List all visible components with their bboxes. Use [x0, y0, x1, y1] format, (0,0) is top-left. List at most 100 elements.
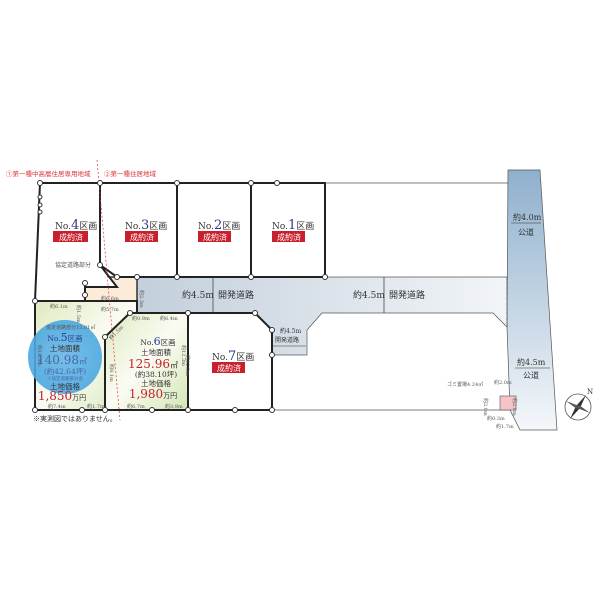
boundary-markers [32, 180, 328, 413]
zone-2-label: ②第一種住居地域 [104, 169, 157, 178]
public-road-label-2: 約4.5m 公道 [515, 357, 550, 380]
label-text: 約7.4m [48, 403, 66, 410]
svg-text:125.96㎡: 125.96㎡ [128, 357, 178, 371]
label-text: No. [125, 222, 141, 232]
lot-5-label[interactable]: No.5区画 土地面積 140.98㎡ (約42.64坪) ※協定道路部分含 土… [37, 331, 87, 403]
label-text: 1 [288, 218, 296, 233]
label-text: 区画 [236, 352, 254, 363]
label-text: 約12.3m [184, 355, 191, 376]
label-text: No. [212, 353, 228, 363]
public-road-label-1: 約4.0m 公道 [511, 212, 542, 237]
dimension-labels: 約6.1m 約6.6m 約5.7m 約1.5m 約2.3m 約0.9m 約6.4… [36, 290, 191, 410]
development-road-label-3: 約4.5m 開発道路 [273, 327, 306, 347]
svg-text:No.3区画: No.3区画 [125, 218, 167, 233]
label-text: 土地面積 [50, 343, 80, 353]
label-text: 約2.0m [494, 379, 512, 386]
label-text: 約18.9m [36, 345, 43, 366]
lot-6-label[interactable]: No.6区画 土地面積 125.96㎡ (約38.10坪) 土地価格 1,980… [128, 335, 178, 401]
label-text: 1,980 [129, 387, 163, 401]
label-text: 区画 [161, 338, 176, 347]
lot-6-area [104, 312, 189, 411]
label-text: ㎡ [79, 357, 87, 366]
lot-4-label[interactable]: No.4区画 成約済 [53, 218, 97, 242]
lot-1-label[interactable]: No.1区画 成約済 [272, 218, 314, 242]
public-road [506, 169, 558, 431]
label-text: 約4.5m [280, 327, 302, 335]
lot-3-label[interactable]: No.3区画 成約済 [125, 218, 167, 242]
lot-1-area [250, 182, 326, 278]
label-text: 万円 [163, 392, 177, 400]
label-text: 6 [154, 335, 161, 348]
label-text: 約6.1m [50, 303, 68, 310]
label-text: 開発道路 [218, 289, 254, 301]
agreement-road-label: 協定道路部分 [55, 261, 91, 269]
svg-text:N: N [587, 388, 593, 396]
label-text: 約12.3m [180, 345, 187, 366]
label-text: 約9.1m [108, 364, 115, 382]
agreement-road-area-label: 協定道路部分15.01㎡ [46, 324, 95, 331]
label-text: No. [55, 222, 71, 232]
label-text: (約42.64坪) [44, 366, 86, 376]
lot-5-highlight [28, 320, 102, 394]
label-text: 4 [71, 218, 79, 233]
sold-badge: 成約済 [203, 232, 227, 242]
label-text: 約2.3m [138, 290, 145, 308]
lot-7-label[interactable]: No.7区画 成約済 [212, 349, 254, 373]
label-text: 1,850 [38, 389, 72, 403]
label-text: 約3.9m [165, 403, 183, 410]
label-text: ※協定道路部分含 [47, 375, 83, 382]
label-text: 区画 [79, 221, 97, 232]
label-text: 約1.5m [75, 305, 82, 323]
svg-text:No.2区画: No.2区画 [198, 218, 240, 233]
label-text: No. [272, 222, 288, 232]
label-text: 区画 [68, 334, 83, 343]
label-text: 公道 [518, 227, 534, 237]
label-text: 約0.3m [487, 415, 505, 422]
label-text: (約38.10坪) [135, 369, 177, 379]
label-text: 土地価格 [141, 378, 171, 388]
zone-1-label: ①第一種中高層住居専用地域 [6, 169, 91, 178]
svg-text:No.4区画: No.4区画 [55, 218, 97, 233]
label-text: 公道 [523, 370, 539, 380]
label-text: 約5.7m [101, 306, 119, 313]
label-text: 約6.4m [160, 315, 178, 322]
lot-7-area [187, 312, 273, 411]
label-text: 約1.7m [87, 403, 105, 410]
label-text: 約2.0m [511, 398, 518, 416]
label-text: 万円 [72, 394, 86, 402]
lot-2-label[interactable]: No.2区画 成約済 [198, 218, 240, 242]
label-text: 5 [61, 331, 68, 344]
label-text: 140.98 [37, 353, 79, 367]
label-text: No. [47, 334, 60, 343]
svg-text:1,980万円: 1,980万円 [129, 387, 177, 401]
garbage-area [499, 395, 517, 411]
label-text: 7 [228, 349, 236, 364]
label-text: 区画 [149, 221, 167, 232]
label-text: 125.96 [128, 357, 170, 371]
label-text: 約4.0m [513, 212, 542, 222]
label-text: 3 [141, 218, 149, 233]
label-text: 約4.5m [353, 289, 385, 301]
label-text: 2 [214, 218, 222, 233]
label-text: 土地価格 [50, 381, 80, 391]
sold-badge: 成約済 [217, 363, 241, 373]
label-text: 約2.0m [482, 398, 489, 416]
label-text: No. [140, 338, 153, 347]
svg-text:No.6区画: No.6区画 [140, 335, 175, 348]
svg-text:No.1区画: No.1区画 [272, 218, 314, 233]
label-text: 開発道路 [275, 336, 299, 344]
sold-badge: 成約済 [59, 232, 83, 242]
label-text: 約6.6m [101, 295, 119, 302]
label-text: No. [198, 222, 214, 232]
label-text: 区画 [222, 221, 240, 232]
lot-3-area [99, 182, 178, 278]
svg-text:No.5区画: No.5区画 [47, 331, 82, 344]
label-text: 区画 [296, 221, 314, 232]
svg-text:140.98㎡: 140.98㎡ [37, 353, 87, 367]
sold-badge: 成約済 [277, 232, 301, 242]
label-text: ㎡ [170, 361, 178, 370]
